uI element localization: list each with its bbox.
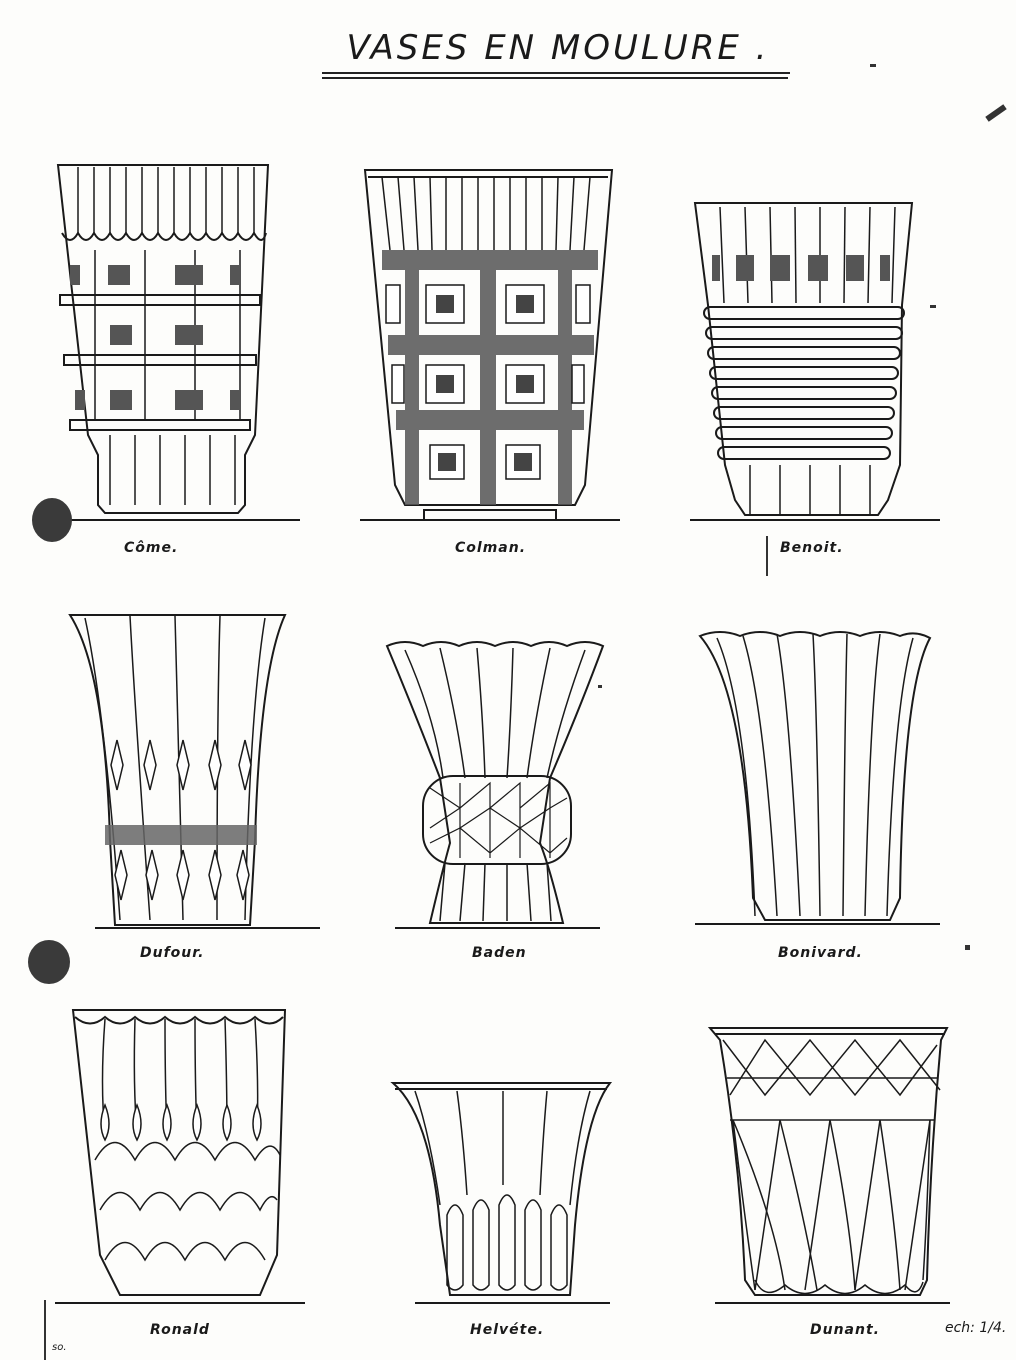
vase-come-drawing: [50, 164, 300, 521]
vase-helvete-drawing: [390, 1082, 613, 1304]
vase-baden-drawing: [385, 641, 605, 929]
vase-caption-benoit: Benoit.: [780, 540, 844, 556]
speck: [965, 945, 970, 950]
vase-dufour-drawing: [68, 614, 320, 929]
vase-caption-baden: Baden: [472, 945, 527, 961]
dashed-mark: [766, 536, 768, 576]
title-underline-2: [322, 77, 788, 79]
vase-caption-colman: Colman.: [455, 540, 527, 556]
speck: [870, 64, 876, 67]
speck: [598, 685, 602, 688]
corner-mark: [985, 104, 1007, 122]
vase-bonivard-drawing: [695, 631, 940, 925]
vase-benoit-drawing: [690, 202, 940, 521]
vase-caption-bonivard: Bonivard.: [778, 945, 863, 961]
margin-line: [44, 1300, 46, 1360]
vase-dunant-drawing: [707, 1027, 950, 1304]
ink-blot: [28, 940, 70, 984]
scale-note: ech: 1/4.: [945, 1320, 1007, 1336]
vase-caption-helvete: Helvéte.: [470, 1322, 545, 1338]
speck: [930, 305, 936, 308]
title-underline: [322, 72, 790, 74]
vase-caption-ronald: Ronald: [150, 1322, 210, 1338]
vase-caption-dunant: Dunant.: [810, 1322, 880, 1338]
vase-ronald-drawing: [55, 1009, 305, 1304]
vase-caption-dufour: Dufour.: [140, 945, 205, 961]
margin-mark: so.: [52, 1342, 67, 1353]
page-title: VASES EN MOULURE .: [346, 28, 770, 68]
ink-blot: [32, 498, 72, 542]
vase-caption-come: Côme.: [124, 540, 179, 556]
vase-colman-drawing: [360, 169, 620, 521]
